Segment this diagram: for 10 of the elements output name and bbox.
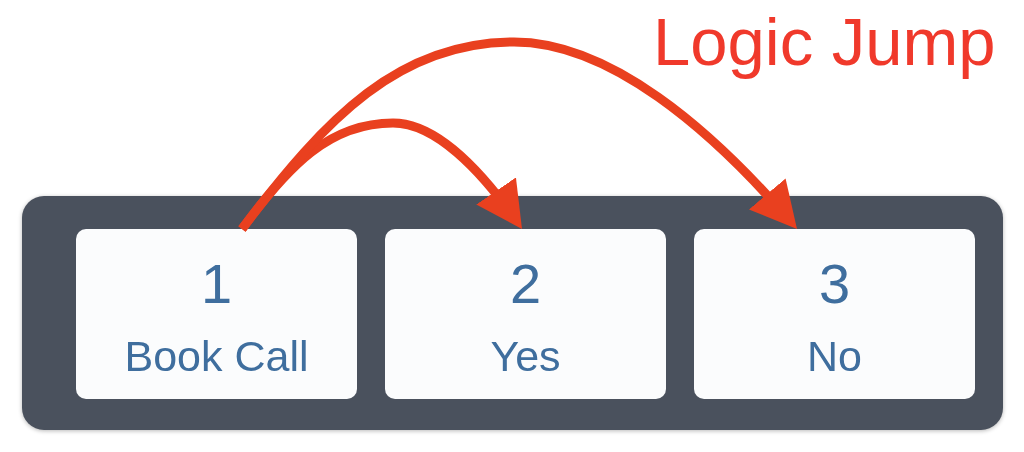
step-number: 3 <box>818 256 851 312</box>
option-card <box>694 229 975 399</box>
option-card <box>76 229 357 399</box>
option-label: Book Call <box>124 335 309 378</box>
option-label: No <box>807 335 862 378</box>
option-label: Yes <box>490 335 561 378</box>
step-number: 1 <box>200 256 233 312</box>
option-card <box>385 229 666 399</box>
dark-panel <box>22 196 1003 430</box>
step-number: 2 <box>509 256 542 312</box>
